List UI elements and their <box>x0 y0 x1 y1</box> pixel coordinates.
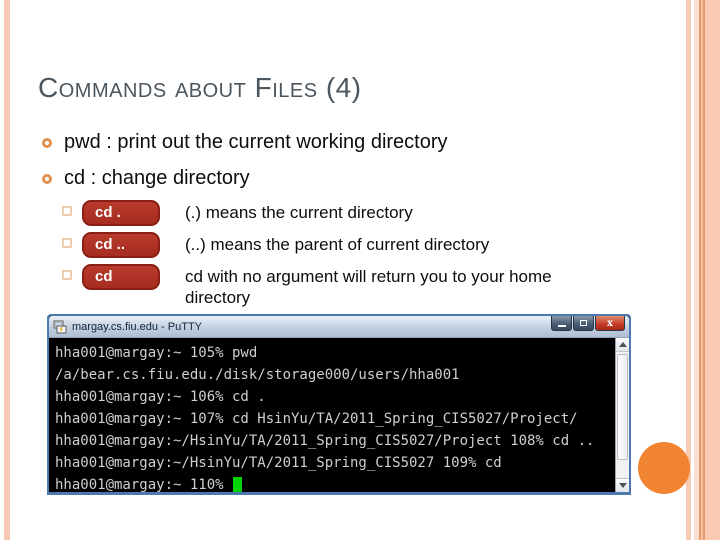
close-button[interactable]: x <box>595 316 625 331</box>
terminal-line: hha001@margay:~/HsinYu/TA/2011_Spring_CI… <box>55 455 502 471</box>
minimize-button[interactable] <box>551 316 572 331</box>
terminal-line: /a/bear.cs.fiu.edu./disk/storage000/user… <box>55 367 460 383</box>
putty-window: margay.cs.fiu.edu - PuTTY x hha001@marga… <box>47 314 631 495</box>
bullet-label: pwd : print out the current working dire… <box>64 131 448 153</box>
scroll-down-button[interactable] <box>616 478 629 492</box>
sub-item-description: cd with no argument will return you to y… <box>185 267 552 307</box>
scroll-down-icon <box>618 483 627 488</box>
terminal-line: hha001@margay:~/HsinYu/TA/2011_Spring_CI… <box>55 433 595 449</box>
cursor-block <box>233 477 243 492</box>
terminal-screen[interactable]: hha001@margay:~ 105% pwd /a/bear.cs.fiu.… <box>49 338 629 492</box>
terminal-prompt-line: hha001@margay:~ 110% <box>55 474 613 492</box>
checkbox-bullet-icon <box>62 238 72 248</box>
cd-dotdot-button: cd .. <box>82 232 160 258</box>
terminal-line: hha001@margay:~ 106% cd . <box>55 389 266 405</box>
left-edge-stripe <box>4 0 10 540</box>
window-titlebar[interactable]: margay.cs.fiu.edu - PuTTY x <box>49 316 629 338</box>
sub-item-description: (..) means the parent of current directo… <box>185 235 490 254</box>
scroll-up-icon <box>618 342 627 347</box>
right-edge-stripe <box>705 0 720 540</box>
cd-dot-button: cd . <box>82 200 160 226</box>
terminal-output: hha001@margay:~ 105% pwd /a/bear.cs.fiu.… <box>55 342 613 492</box>
bullet-icon <box>42 137 52 148</box>
right-edge-stripe <box>699 0 701 540</box>
maximize-icon <box>580 320 587 326</box>
page-title: Commands about Files (4) <box>38 72 362 103</box>
putty-icon <box>53 320 67 333</box>
bullet-icon <box>42 173 52 184</box>
right-edge-stripe <box>701 0 703 540</box>
bullet-label: cd : change directory <box>64 167 250 189</box>
maximize-button[interactable] <box>573 316 594 331</box>
right-edge-stripe <box>686 0 691 540</box>
terminal-prompt: hha001@margay:~ 110% <box>55 477 233 492</box>
scrollbar-thumb[interactable] <box>617 354 628 460</box>
cd-button: cd <box>82 264 160 290</box>
right-edge-stripe <box>694 0 699 540</box>
minimize-icon <box>557 325 566 327</box>
accent-circle <box>638 442 690 494</box>
terminal-line: hha001@margay:~ 105% pwd <box>55 345 258 361</box>
bullet-item: pwd : print out the current working dire… <box>42 131 448 154</box>
close-icon: x <box>607 317 613 329</box>
scroll-up-button[interactable] <box>616 338 629 352</box>
checkbox-bullet-icon <box>62 270 72 280</box>
window-controls: x <box>550 316 625 331</box>
checkbox-bullet-icon <box>62 206 72 216</box>
bullet-item: cd : change directory <box>42 167 250 190</box>
sub-item-description: (.) means the current directory <box>185 203 413 222</box>
scrollbar[interactable] <box>615 338 629 492</box>
right-edge-stripe <box>703 0 705 540</box>
window-title: margay.cs.fiu.edu - PuTTY <box>72 320 203 333</box>
terminal-line: hha001@margay:~ 107% cd HsinYu/TA/2011_S… <box>55 411 578 427</box>
